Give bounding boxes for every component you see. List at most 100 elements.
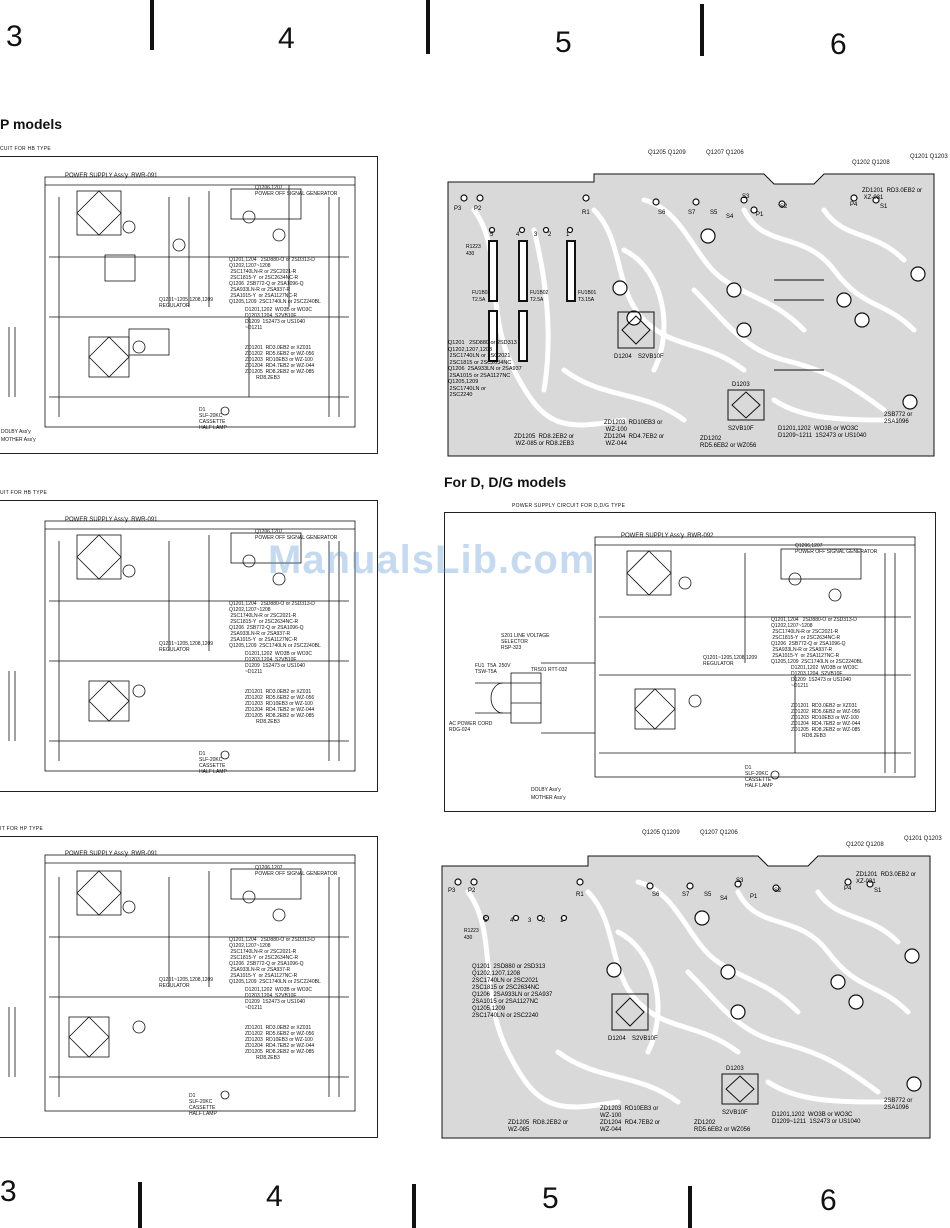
schematic-title: POWER SUPPLY Ass'y RWR-091: [65, 173, 158, 179]
connector-pin: 2: [542, 918, 546, 924]
pcb-drawing: [441, 855, 931, 1139]
zener-label: ZD1203 RD10EB3 or WZ-100 ZD1204 RD4.7EB2…: [600, 1106, 661, 1133]
lamp-label: D1 SLF-20KC CASSETTE HALF LAMP: [199, 751, 227, 775]
connector-pin: 3: [528, 918, 532, 924]
column-divider: [150, 0, 154, 50]
schematic-title: POWER SUPPLY Ass'y RWR-091: [65, 851, 158, 857]
column-divider: [412, 1184, 416, 1228]
terminal-label: P4: [844, 886, 852, 892]
terminal-label: S5: [704, 892, 712, 898]
resistor-label: R1223 430: [464, 928, 479, 941]
signal-generator-label: Q1206,1207 POWER OFF SIGNAL GENERATOR: [255, 185, 338, 197]
parts-list: D1201,1202 WO3B or WO3C D1203,1204 S2VB1…: [245, 651, 312, 675]
pcb-header: Q1202 Q1208: [846, 842, 884, 848]
column-number: 3: [6, 20, 23, 53]
regulator-label: Q1201~1205,1208,1209 REGULATOR: [159, 977, 214, 989]
section-heading: For D, D/G models: [444, 474, 567, 490]
terminal-label: S7: [682, 892, 690, 898]
signal-generator-label: Q1206,1207 POWER OFF SIGNAL GENERATOR: [795, 543, 878, 555]
diagram-caption: IT FOR HP TYPE: [0, 826, 44, 832]
connector-pin: 1: [566, 232, 570, 238]
terminal-label: S2: [780, 204, 788, 210]
terminal-label: S1: [874, 888, 882, 894]
mother-label: MOTHER Ass'y: [1, 437, 36, 443]
resistor-label: R1223 430: [466, 244, 481, 257]
parts-list: Q1201,1204 2SD880-O or 2SD313-D Q1202,12…: [229, 257, 321, 305]
terminal-label: P1: [756, 212, 764, 218]
parts-list: ZD1201 RD3.0EB2 or XZ031 ZD1202 RD5.6EB2…: [791, 703, 861, 739]
zener-label: ZD1201 RD3.0EB2 or XZ-031: [862, 188, 923, 201]
pcb-header: Q1207 Q1206: [706, 150, 744, 156]
column-divider: [138, 1182, 142, 1228]
schematic-panel-dg: POWER SUPPLY Ass'y RWR-092 Q1206,1207 PO…: [444, 512, 936, 812]
watermark: ManualsLib.com: [268, 538, 596, 582]
rectifier-label: S2VB10F: [638, 354, 664, 360]
zener-label: ZD1205 RD8.2EB2 or WZ-085: [508, 1120, 569, 1133]
schematic-drawing: [8, 854, 356, 1112]
rectifier-label: D1204: [614, 354, 632, 360]
parts-list: D1201,1202 WO3B or WO3C D1203,1204 S2VB1…: [245, 987, 312, 1011]
terminal-label: S2: [774, 888, 782, 894]
terminal-label: P2: [474, 206, 482, 212]
terminal-label: S7: [688, 210, 696, 216]
parts-list: ZD1201 RD3.0EB2 or XZ031 ZD1202 RD5.6EB2…: [245, 345, 315, 381]
column-number: 5: [542, 1182, 559, 1215]
parts-list: Q1201,1204 2SD880-O or 2SD313-D Q1202,12…: [229, 937, 321, 985]
column-number: 3: [0, 1175, 17, 1208]
rectifier-label: S2VB10F: [632, 1036, 658, 1042]
terminal-label: S4: [720, 896, 728, 902]
ac-cord-label: AC POWER CORD RDG-024: [449, 721, 493, 733]
terminal-label: S6: [652, 892, 660, 898]
lamp-label: D1 SLF-20KC CASSETTE HALF LAMP: [199, 407, 227, 431]
column-divider: [426, 0, 430, 54]
fuse-label: FU1B02 T2.5A: [530, 290, 549, 303]
terminal-label: P4: [850, 202, 858, 208]
column-number: 5: [555, 26, 572, 59]
connector-pin: 2: [548, 232, 552, 238]
terminal-label: R1: [576, 892, 584, 898]
lamp-label: D1 SLF-20KC CASSETTE HALF LAMP: [189, 1093, 217, 1117]
pcb-header: Q1201 Q1203: [910, 154, 948, 160]
connector-pin: 5: [484, 918, 488, 924]
regulator-label: Q1201~1205,1208,1209 REGULATOR: [159, 297, 214, 309]
diagram-caption: UIT FOR HB TYPE: [0, 490, 48, 496]
terminal-label: S3: [742, 194, 750, 200]
column-divider: [688, 1186, 692, 1228]
pcb-layout-top: P3 P2 R1 S6 S7 S5 S3 S4 P1 S2 P4 S1 5 4 …: [444, 170, 940, 460]
rectifier-label: S2VB10F: [722, 1110, 748, 1116]
zener-label: ZD1205 RD8.2EB2 or WZ-085 or RD8.2EB3: [514, 434, 575, 447]
schematic-drawing: [8, 176, 356, 428]
parts-list: Q1201,1204 2SD880-O or 2SD313-D Q1202,12…: [771, 617, 863, 665]
diode-label: D1201,1202 WO3B or WO3C D1209~1211 1S247…: [778, 426, 867, 439]
rectifier-label: D1203: [726, 1066, 744, 1072]
schematic-panel-hb-top: POWER SUPPLY Ass'y RWR-091 Q1206,1207 PO…: [0, 156, 378, 454]
terminal-label: S3: [736, 878, 744, 884]
regulator-label: Q1201~1205,1208,1209 REGULATOR: [703, 655, 758, 667]
column-divider: [700, 4, 704, 56]
regulator-label: Q1201~1205,1208,1209 REGULATOR: [159, 641, 214, 653]
transistor-label: 2SB772 or 2SA1096: [884, 1098, 913, 1111]
column-number: 4: [266, 1180, 283, 1213]
schematic-panel-hp: POWER SUPPLY Ass'y RWR-091 Q1206,1207 PO…: [0, 836, 378, 1138]
terminal-label: S4: [726, 214, 734, 220]
terminal-label: S6: [658, 210, 666, 216]
terminal-label: P3: [448, 888, 456, 894]
fuse-label: FU1B01 T3.15A: [578, 290, 597, 303]
pcb-header: Q1201 Q1203: [904, 836, 942, 842]
diagram-caption: CUIT FOR HB TYPE: [0, 146, 52, 152]
pcb-header: Q1205 Q1209: [648, 150, 686, 156]
connector-pin: 3: [534, 232, 538, 238]
selector-label: S201 LINE VOLTAGE SELECTOR RSP-323: [501, 633, 550, 651]
parts-list: ZD1201 RD3.0EB2 or XZ031 ZD1202 RD5.6EB2…: [245, 1025, 315, 1061]
zener-label: ZD1201 RD3.0EB2 or XZ-031: [856, 872, 917, 885]
zener-label: ZD1203 RD10EB3 or WZ-100 ZD1204 RD4.7EB2…: [604, 420, 665, 447]
schematic-panel-hb-mid: POWER SUPPLY Ass'y RWR-091 Q1206,1207 PO…: [0, 500, 378, 792]
schematic-title: POWER SUPPLY Ass'y RWR-092: [621, 533, 714, 539]
signal-generator-label: Q1206,1207 POWER OFF SIGNAL GENERATOR: [255, 865, 338, 877]
column-number: 6: [820, 1184, 837, 1217]
parts-list: Q1201 2SD880 or 2SD313 Q1202,1207,1208 2…: [472, 964, 553, 1019]
transistor-label: 2SB772 or 2SA1096: [884, 412, 913, 425]
dolby-label: DOLBY Ass'y: [1, 429, 31, 435]
schematic-drawing: [475, 536, 916, 780]
diode-label: D1201,1202 WO3B or WO3C D1209~1211 1S247…: [772, 1112, 861, 1125]
